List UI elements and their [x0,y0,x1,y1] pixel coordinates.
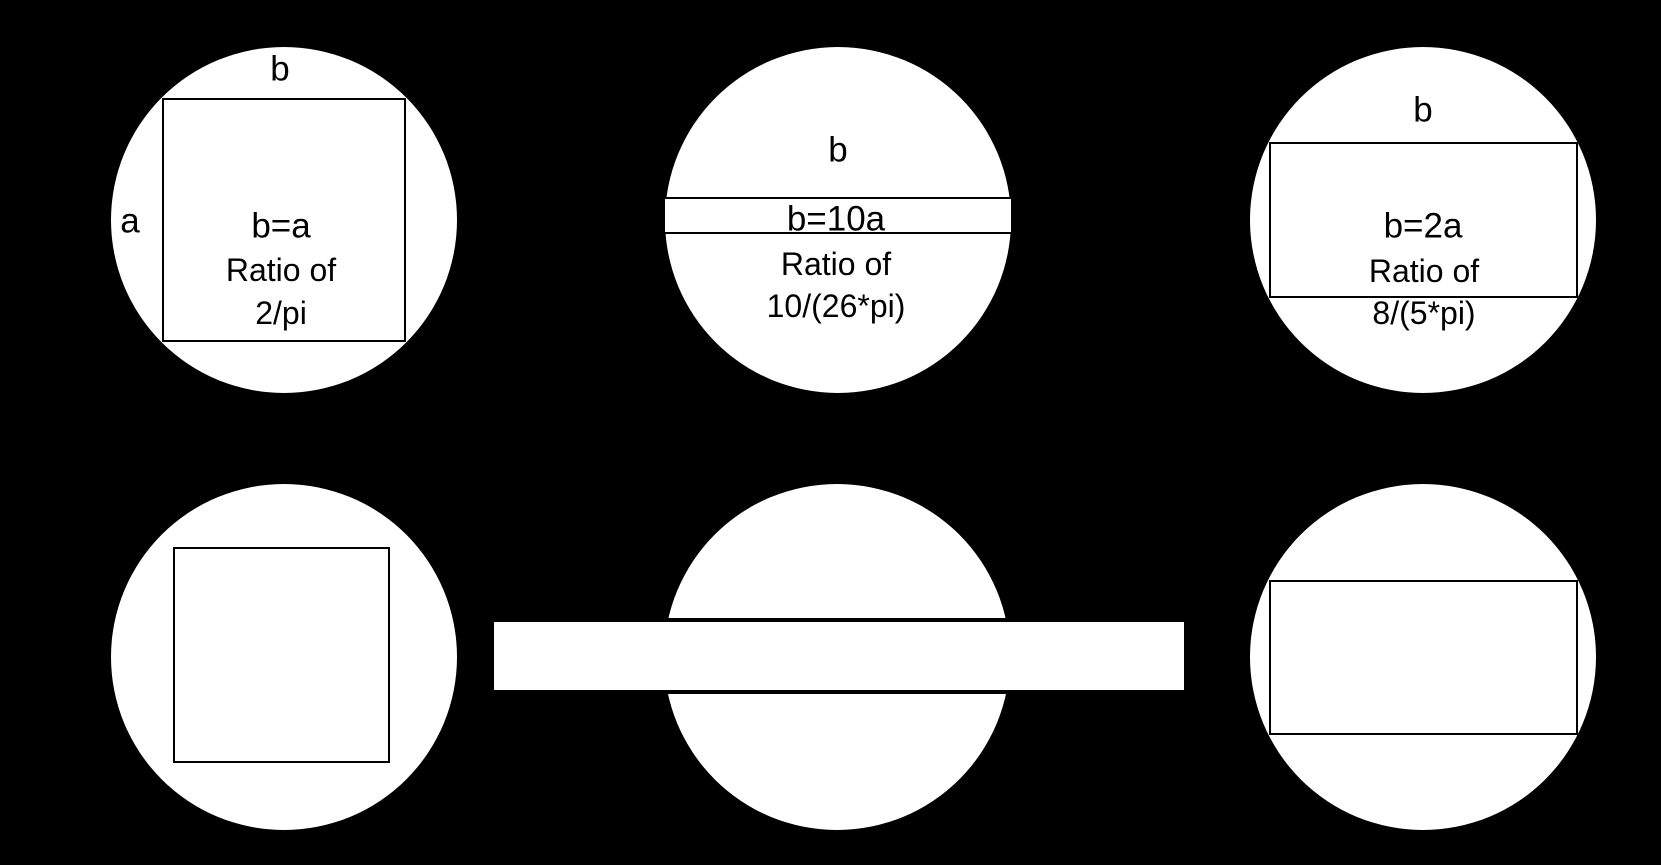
long-bar-shape [494,622,1184,690]
rectangle-shape [1269,142,1578,298]
side-label-a: a [120,201,140,241]
panel-square-bottom [111,484,457,830]
side-label-b: b [270,49,290,89]
panel-band-top [663,47,1013,393]
ratio-value: 2/pi [255,295,307,331]
relation-label: b=10a [786,199,886,239]
ratio-value: 10/(26*pi) [766,288,906,324]
ratio-label: Ratio of [780,246,892,282]
panel-rect-bottom [1250,484,1596,830]
side-label-b: b [828,130,848,170]
band-shape [663,197,1013,234]
ratio-label: Ratio of [225,252,337,288]
side-label-b: b [1413,90,1433,130]
square-shape [173,547,390,763]
ratio-label: Ratio of [1368,253,1480,289]
relation-label: b=2a [1383,206,1463,246]
panel-rect-top [1250,47,1596,393]
ratio-value: 8/(5*pi) [1372,295,1476,331]
relation-label: b=a [251,206,311,246]
square-shape [162,98,406,342]
rectangle-shape [1269,580,1578,735]
panel-square-top [111,47,457,393]
panel-bar-bottom [494,484,1184,830]
